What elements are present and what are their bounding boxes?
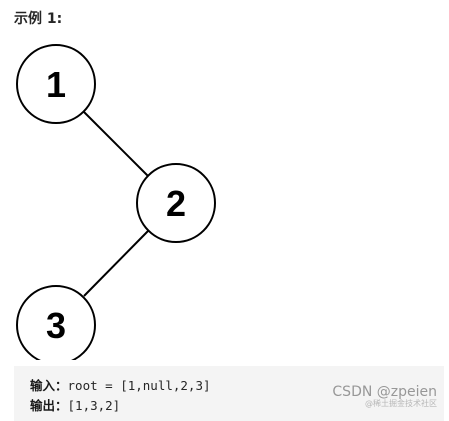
example-title: 示例 1:	[14, 11, 63, 27]
binary-tree-diagram: 1 2 3	[16, 44, 216, 360]
watermark-sub: @稀土掘金技术社区	[365, 399, 437, 409]
tree-node-3: 3	[16, 285, 96, 360]
input-line: 输入：root = [1,null,2,3]	[30, 376, 428, 396]
input-label: 输入：	[30, 378, 68, 393]
csdn-watermark: CSDN @zpeien @稀土掘金技术社区	[332, 383, 437, 409]
tree-node-circle	[16, 44, 96, 124]
tree-node-circle	[136, 163, 216, 243]
output-line: 输出：[1,3,2]	[30, 396, 428, 416]
tree-node-circle	[16, 285, 96, 360]
watermark-main: CSDN @zpeien	[332, 383, 437, 400]
tree-edge-2-3	[83, 230, 149, 297]
output-value: [1,3,2]	[67, 398, 121, 413]
tree-node-1: 1	[16, 44, 96, 124]
tree-node-2: 2	[136, 163, 216, 243]
tree-node-label: 3	[46, 305, 66, 346]
tree-node-label: 1	[46, 64, 66, 105]
io-example-block: 输入：root = [1,null,2,3] 输出：[1,3,2]	[14, 366, 444, 421]
input-value: root = [1,null,2,3]	[67, 378, 211, 393]
tree-node-label: 2	[166, 183, 186, 224]
output-label: 输出：	[30, 398, 68, 413]
tree-edge-1-2	[83, 111, 149, 177]
